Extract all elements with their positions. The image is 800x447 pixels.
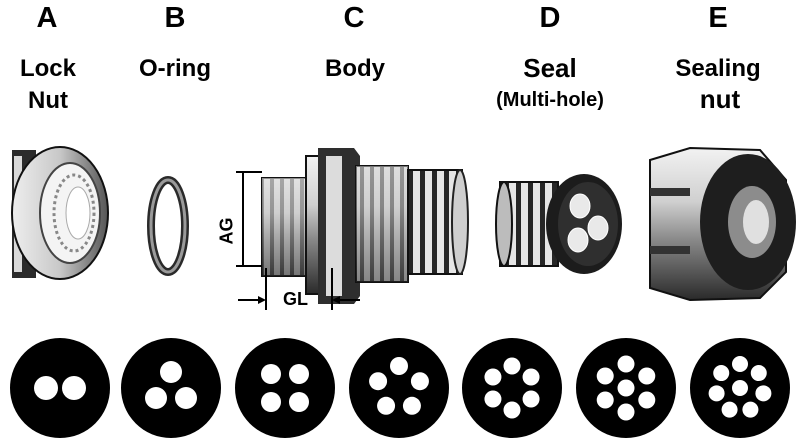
part-d-letter: D <box>539 2 561 34</box>
seal-option-5-holes <box>349 338 449 438</box>
part-d-name-line1: Seal <box>523 53 577 83</box>
seal-option-8-holes <box>690 338 790 438</box>
seal-hole <box>145 387 167 409</box>
seal-option-4-holes <box>235 338 335 438</box>
seal-disc <box>235 338 335 438</box>
seal-hole <box>713 365 730 382</box>
seal-hole <box>261 364 281 384</box>
part-c-name: Body <box>325 55 385 82</box>
multi-hole-seal-shape <box>495 174 622 274</box>
seal-option-2-holes <box>10 338 110 438</box>
seal-disc <box>10 338 110 438</box>
seal-hole <box>503 401 521 419</box>
part-b-letter: B <box>164 2 186 34</box>
seal-hole <box>484 390 502 408</box>
part-a-name-line1: Lock <box>19 55 76 82</box>
seal-hole <box>522 368 540 386</box>
seal-hole <box>62 376 86 400</box>
seal-hole <box>750 365 767 382</box>
seal-hole <box>708 385 725 402</box>
seal-disc <box>349 338 449 438</box>
part-a-letter: A <box>36 2 58 34</box>
seal-options-row <box>10 338 790 438</box>
seal-hole <box>596 391 614 409</box>
gl-dimension-label: GL <box>283 289 308 309</box>
part-e-letter: E <box>708 2 728 34</box>
part-e-name-line2: nut <box>699 84 741 114</box>
seal-hole <box>732 356 748 372</box>
seal-hole <box>721 401 738 418</box>
seal-hole <box>289 364 309 384</box>
seal-disc <box>462 338 562 438</box>
sealing-nut-shape <box>649 146 796 302</box>
seal-hole <box>402 396 421 415</box>
part-a-name-line2: Nut <box>28 87 68 114</box>
seal-hole <box>390 357 408 375</box>
seal-hole <box>755 385 772 402</box>
seal-hole <box>617 379 635 397</box>
seal-hole <box>175 387 197 409</box>
seal-hole <box>34 376 58 400</box>
seal-hole <box>369 372 388 391</box>
seal-hole <box>638 367 656 385</box>
part-e-name-line1: Sealing <box>675 55 761 82</box>
part-d-name-line2: (Multi-hole) <box>496 89 604 111</box>
seal-hole <box>410 372 429 391</box>
seal-hole <box>742 401 759 418</box>
seal-option-3-holes <box>121 338 221 438</box>
seal-hole <box>289 392 309 412</box>
seal-hole <box>732 380 748 396</box>
seal-disc <box>121 338 221 438</box>
seal-option-6-holes <box>462 338 562 438</box>
seal-hole <box>617 355 635 373</box>
seal-hole <box>503 357 521 375</box>
part-c-letter: C <box>343 2 365 34</box>
seal-option-7-holes <box>576 338 676 438</box>
seal-hole <box>522 390 540 408</box>
seal-hole <box>596 367 614 385</box>
seal-hole <box>377 396 396 415</box>
seal-hole <box>261 392 281 412</box>
o-ring-shape <box>147 176 189 276</box>
seal-hole <box>638 391 656 409</box>
gland-body-shape <box>236 148 469 310</box>
part-b-name: O-ring <box>139 55 211 82</box>
seal-hole <box>617 403 635 421</box>
seal-hole <box>160 361 182 383</box>
seal-hole <box>484 368 502 386</box>
lock-nut-shape <box>11 146 109 280</box>
